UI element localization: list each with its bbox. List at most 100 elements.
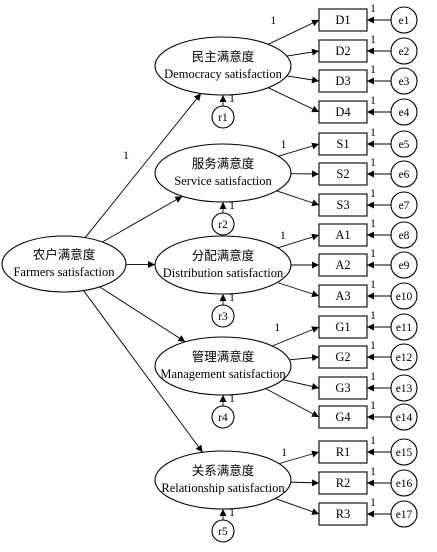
loading-arrow [276, 190, 320, 207]
loading-arrow [279, 450, 320, 465]
path-arrow [84, 93, 202, 238]
factor-label-cn: 管理满意度 [192, 349, 255, 364]
residual-circle [211, 105, 235, 129]
factor-ellipse [154, 143, 292, 203]
loading-weight: 1 [281, 139, 287, 151]
indicator-box [318, 405, 368, 429]
loading-weight: 1 [274, 322, 280, 334]
indicator-label: A3 [335, 289, 350, 303]
loading-arrow [278, 142, 320, 157]
error-weight: 1 [370, 3, 376, 15]
error-label: e12 [396, 352, 413, 364]
loading-arrow [286, 75, 320, 84]
error-circle [390, 37, 418, 65]
error-label: e2 [399, 46, 410, 58]
path-arrow [102, 195, 183, 243]
error-circle [390, 500, 418, 528]
indicator-label: A1 [335, 228, 350, 242]
error-circle [390, 403, 418, 431]
factor-ellipse [154, 235, 292, 295]
error-circle [390, 251, 418, 279]
error-weight: 1 [370, 127, 376, 139]
error-weight: 1 [370, 188, 376, 200]
indicator-label: G1 [335, 320, 350, 334]
error-label: e3 [399, 76, 410, 88]
factor-label-en: Distribution satisfaction [163, 266, 284, 280]
error-label: e1 [399, 15, 410, 27]
error-label: e15 [396, 447, 413, 459]
indicator-box [318, 69, 368, 93]
error-label: e16 [396, 478, 413, 490]
residual-label: r1 [218, 112, 228, 124]
factor-label-cn: 服务满意度 [192, 156, 255, 171]
factor-label-cn: 分配满意度 [192, 248, 255, 263]
loading-arrow [268, 19, 320, 45]
error-weight: 1 [370, 157, 376, 169]
error-weight: 1 [370, 95, 376, 107]
factor-label-cn: 关系满意度 [192, 463, 255, 478]
loading-arrow [272, 326, 320, 347]
error-weight: 1 [370, 310, 376, 322]
indicator-label: D4 [335, 105, 351, 119]
error-weight: 1 [370, 64, 376, 76]
residual-weight: 1 [229, 93, 235, 105]
indicator-box [318, 8, 368, 32]
residual-label: r5 [218, 526, 228, 538]
indicator-label: R2 [336, 476, 351, 490]
error-circle [390, 221, 418, 249]
indicator-box [318, 471, 368, 495]
loading-arrow [265, 388, 320, 418]
indicator-box [318, 284, 368, 308]
indicator-box [318, 345, 368, 369]
residual-label: r4 [218, 412, 228, 424]
factor-label-en: Relationship satisfaction [161, 481, 285, 495]
factor-label-en: Management satisfaction [160, 367, 286, 381]
error-weight: 1 [370, 371, 376, 383]
error-label: e13 [396, 383, 413, 395]
error-label: e7 [399, 200, 410, 212]
error-circle [390, 67, 418, 95]
root-label-cn: 农户满意度 [33, 247, 96, 262]
error-circle [390, 98, 418, 126]
error-circle [390, 469, 418, 497]
residual-circle [211, 212, 235, 236]
indicator-box [318, 315, 368, 339]
error-label: e4 [399, 107, 410, 119]
residual-circle [211, 405, 235, 429]
indicator-box [318, 100, 368, 124]
indicator-box [318, 39, 368, 63]
error-weight: 1 [370, 248, 376, 260]
indicator-label: D3 [335, 74, 350, 88]
error-circle [390, 160, 418, 188]
indicator-label: S1 [336, 137, 349, 151]
indicator-label: G3 [335, 381, 350, 395]
error-circle [390, 343, 418, 371]
error-label: e14 [396, 412, 413, 424]
error-label: e8 [399, 230, 410, 242]
indicator-label: R1 [336, 445, 351, 459]
factor-ellipse [154, 36, 292, 96]
root-label-en: Farmers satisfaction [13, 265, 115, 279]
path-arrow [83, 290, 203, 453]
indicator-label: G2 [335, 350, 350, 364]
residual-weight: 1 [229, 292, 235, 304]
loading-arrow [268, 87, 320, 113]
error-weight: 1 [370, 466, 376, 478]
loading-arrow [290, 479, 320, 487]
indicator-label: D1 [335, 13, 350, 27]
residual-weight: 1 [229, 507, 235, 519]
loading-arrow [275, 498, 320, 515]
loading-arrow [289, 354, 320, 362]
residual-circle [211, 519, 235, 543]
error-weight: 1 [370, 435, 376, 447]
factor-label-en: Democracy satisfaction [164, 67, 282, 81]
loading-arrow [277, 233, 320, 249]
error-label: e10 [396, 291, 413, 303]
indicator-box [318, 223, 368, 247]
error-label: e6 [399, 169, 410, 181]
error-circle [390, 438, 418, 466]
indicator-box [318, 502, 368, 526]
error-label: e5 [399, 139, 410, 151]
